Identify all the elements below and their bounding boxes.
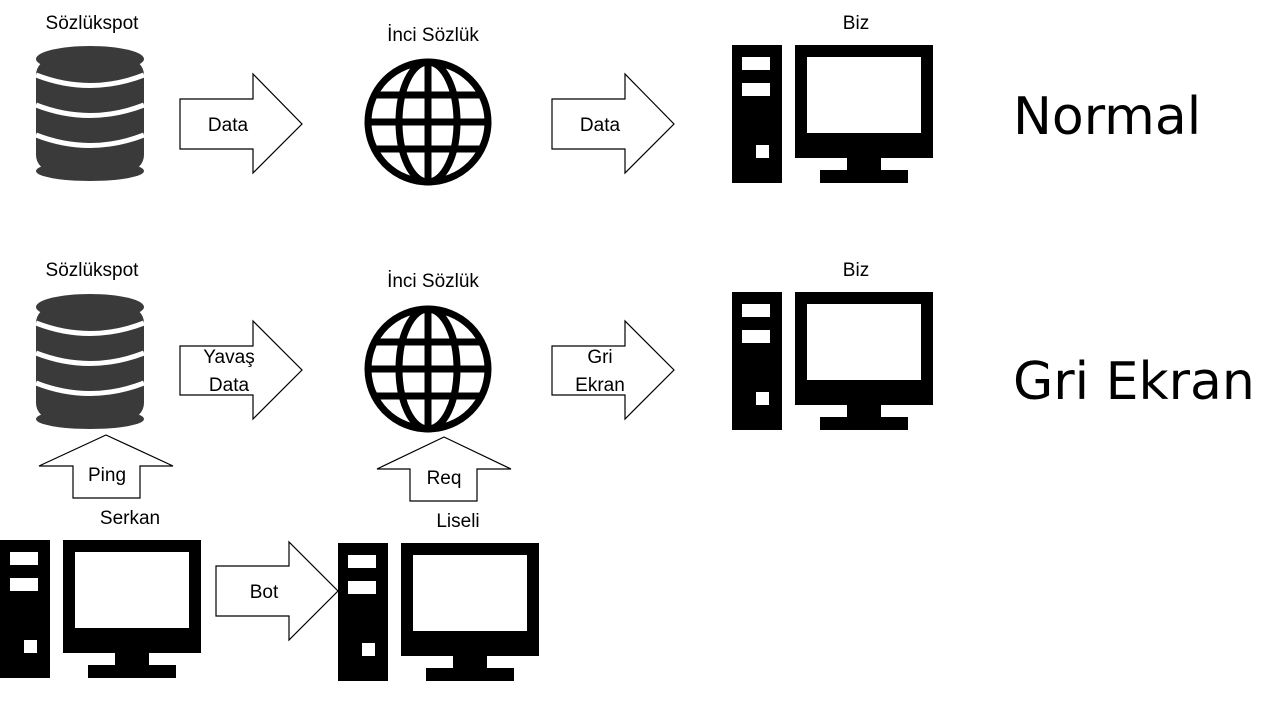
gray-arrow-1: Yavaş Data <box>179 319 303 421</box>
normal-middle-label: İnci Sözlük <box>387 25 479 46</box>
gray-arrow-2-line2: Ekran <box>575 375 625 396</box>
database-icon <box>36 294 144 429</box>
gray-caption: Gri Ekran <box>1013 352 1255 412</box>
normal-source-label: Sözlükspot <box>46 13 140 34</box>
desktop-computer-icon <box>338 543 539 681</box>
normal-arrow-2: Data <box>551 72 675 175</box>
gray-arrow-1-line1: Yavaş <box>203 347 254 368</box>
normal-arrow-2-label: Data <box>580 115 621 136</box>
globe-icon <box>368 62 488 182</box>
desktop-computer-icon <box>0 540 201 678</box>
desktop-computer-icon <box>732 45 933 183</box>
gray-target-label: Biz <box>843 260 869 281</box>
normal-arrow-1-label: Data <box>208 115 249 136</box>
relay-label: Liseli <box>436 511 479 532</box>
attacker-label: Serkan <box>100 508 160 529</box>
bot-label: Bot <box>250 582 279 603</box>
globe-icon <box>368 309 488 429</box>
normal-arrow-1: Data <box>179 72 303 175</box>
gray-middle-label: İnci Sözlük <box>387 271 479 292</box>
normal-target-label: Biz <box>843 13 869 34</box>
gray-arrow-2: Gri Ekran <box>551 319 675 421</box>
ping-label: Ping <box>88 465 126 486</box>
normal-caption: Normal <box>1013 87 1201 147</box>
gray-arrow-1-line2: Data <box>209 375 250 396</box>
req-label: Req <box>427 468 462 489</box>
gray-source-label: Sözlükspot <box>46 260 140 281</box>
desktop-computer-icon <box>732 292 933 430</box>
req-arrow: Req <box>376 436 512 502</box>
gray-arrow-2-line1: Gri <box>587 347 612 368</box>
bot-arrow: Bot <box>215 540 339 642</box>
database-icon <box>36 46 144 181</box>
ping-arrow: Ping <box>38 434 174 499</box>
